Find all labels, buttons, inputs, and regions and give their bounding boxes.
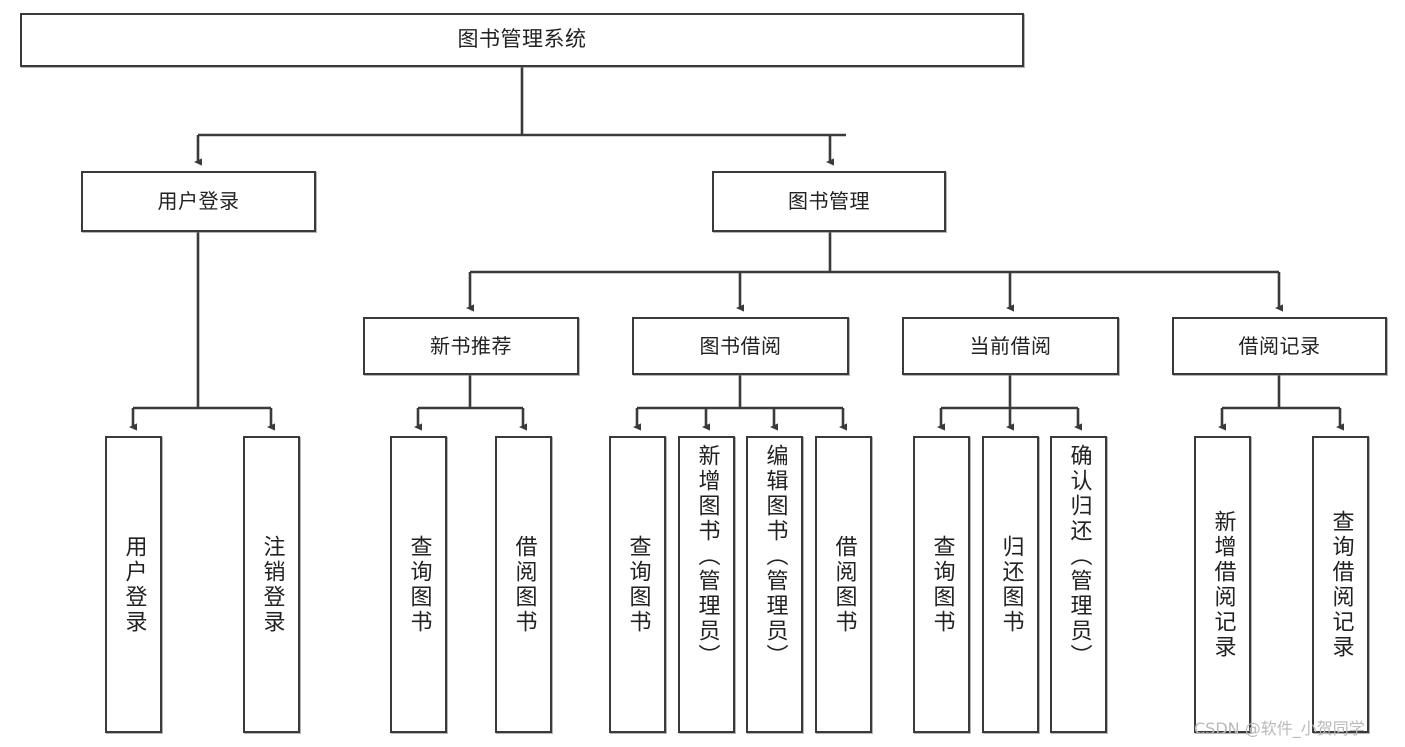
- node-user-login-label: 用户登录: [157, 189, 240, 214]
- leaf-query-book-current-label: 查询图书: [929, 534, 955, 635]
- csdn-watermark: CSDN @软件_小贺同学: [1194, 719, 1365, 738]
- leaf-query-book-current[interactable]: 查询图书: [913, 436, 970, 733]
- leaf-query-book-recommend[interactable]: 查询图书: [390, 436, 447, 733]
- leaf-user-logout[interactable]: 注销登录: [243, 436, 300, 733]
- leaf-borrow-book-recommend[interactable]: 借阅图书: [495, 436, 552, 733]
- leaf-query-book-borrow[interactable]: 查询图书: [609, 436, 666, 733]
- leaf-user-logout-label: 注销登录: [259, 534, 285, 635]
- leaf-return-book-label: 归还图书: [998, 534, 1024, 635]
- node-book-manage-label: 图书管理: [788, 189, 870, 214]
- leaf-add-loan-record[interactable]: 新增借阅记录: [1194, 436, 1251, 733]
- leaf-borrow-book-borrow-label: 借阅图书: [831, 534, 857, 635]
- leaf-user-login[interactable]: 用户登录: [105, 436, 162, 733]
- node-loan-record[interactable]: 借阅记录: [1172, 317, 1387, 375]
- leaf-edit-book-admin-label: 编辑图书（管理员）: [762, 444, 788, 669]
- node-new-book-recommend[interactable]: 新书推荐: [363, 317, 579, 375]
- node-new-book-recommend-label: 新书推荐: [430, 333, 512, 358]
- node-root-label: 图书管理系统: [457, 27, 587, 52]
- node-book-borrow-label: 图书借阅: [699, 333, 782, 358]
- node-loan-record-label: 借阅记录: [1238, 333, 1321, 358]
- leaf-query-book-recommend-label: 查询图书: [406, 534, 432, 635]
- leaf-edit-book-admin[interactable]: 编辑图书（管理员）: [746, 436, 803, 733]
- leaf-borrow-book-recommend-label: 借阅图书: [511, 534, 537, 635]
- leaf-add-loan-record-label: 新增借阅记录: [1210, 509, 1236, 660]
- leaf-add-book-admin[interactable]: 新增图书（管理员）: [678, 436, 735, 733]
- leaf-user-login-label: 用户登录: [121, 534, 147, 635]
- leaf-query-loan-record-label: 查询借阅记录: [1328, 509, 1354, 660]
- node-root-system[interactable]: 图书管理系统: [20, 13, 1024, 67]
- node-book-borrow[interactable]: 图书借阅: [632, 317, 849, 375]
- leaf-confirm-return-admin-label: 确认归还（管理员）: [1066, 444, 1092, 669]
- node-user-login[interactable]: 用户登录: [81, 171, 316, 232]
- leaf-return-book[interactable]: 归还图书: [982, 436, 1039, 733]
- leaf-borrow-book-borrow[interactable]: 借阅图书: [815, 436, 872, 733]
- leaf-confirm-return-admin[interactable]: 确认归还（管理员）: [1050, 436, 1107, 733]
- leaf-query-book-borrow-label: 查询图书: [625, 534, 651, 635]
- node-current-loan[interactable]: 当前借阅: [902, 317, 1119, 375]
- leaf-add-book-admin-label: 新增图书（管理员）: [694, 444, 720, 669]
- node-book-manage[interactable]: 图书管理: [712, 171, 946, 232]
- leaf-query-loan-record[interactable]: 查询借阅记录: [1312, 436, 1369, 733]
- node-current-loan-label: 当前借阅: [969, 333, 1052, 358]
